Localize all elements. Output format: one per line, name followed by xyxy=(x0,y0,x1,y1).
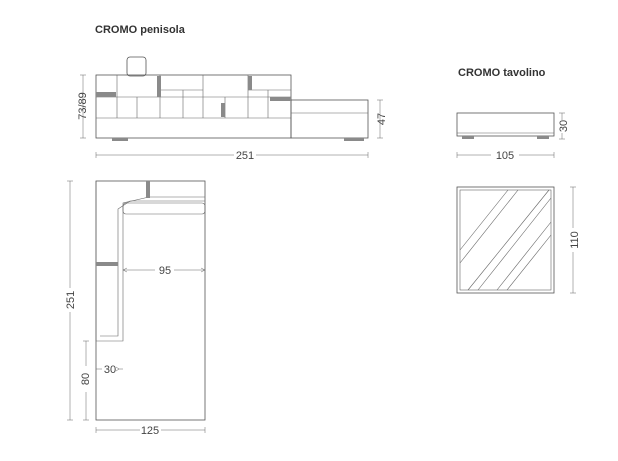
plan-depth-label: 251 xyxy=(65,291,77,309)
arrow-right-icon xyxy=(115,366,120,372)
table-title: CROMO tavolino xyxy=(458,67,546,79)
sofa-front-view xyxy=(80,56,383,158)
plan-inner-width-label: 95 xyxy=(159,265,171,277)
sofa-plan-view xyxy=(67,180,206,433)
table-width-label: 105 xyxy=(496,150,514,162)
arrow-right-icon xyxy=(200,267,206,273)
table-front-view xyxy=(456,112,565,158)
table-depth-label: 110 xyxy=(569,231,581,249)
arrow-left-icon xyxy=(122,267,128,273)
table-plan-view xyxy=(456,186,576,294)
front-height-label: 73/89 xyxy=(77,92,89,120)
peninsula-title: CROMO penisola xyxy=(95,24,185,36)
plan-armrest-depth-label: 80 xyxy=(80,373,92,385)
plan-width-label: 125 xyxy=(141,425,159,437)
total-width-label: 251 xyxy=(236,150,254,162)
plan-back-width-label: 30 xyxy=(104,364,116,376)
table-height-label: 30 xyxy=(558,120,570,132)
front-seat-height-label: 47 xyxy=(376,113,388,125)
